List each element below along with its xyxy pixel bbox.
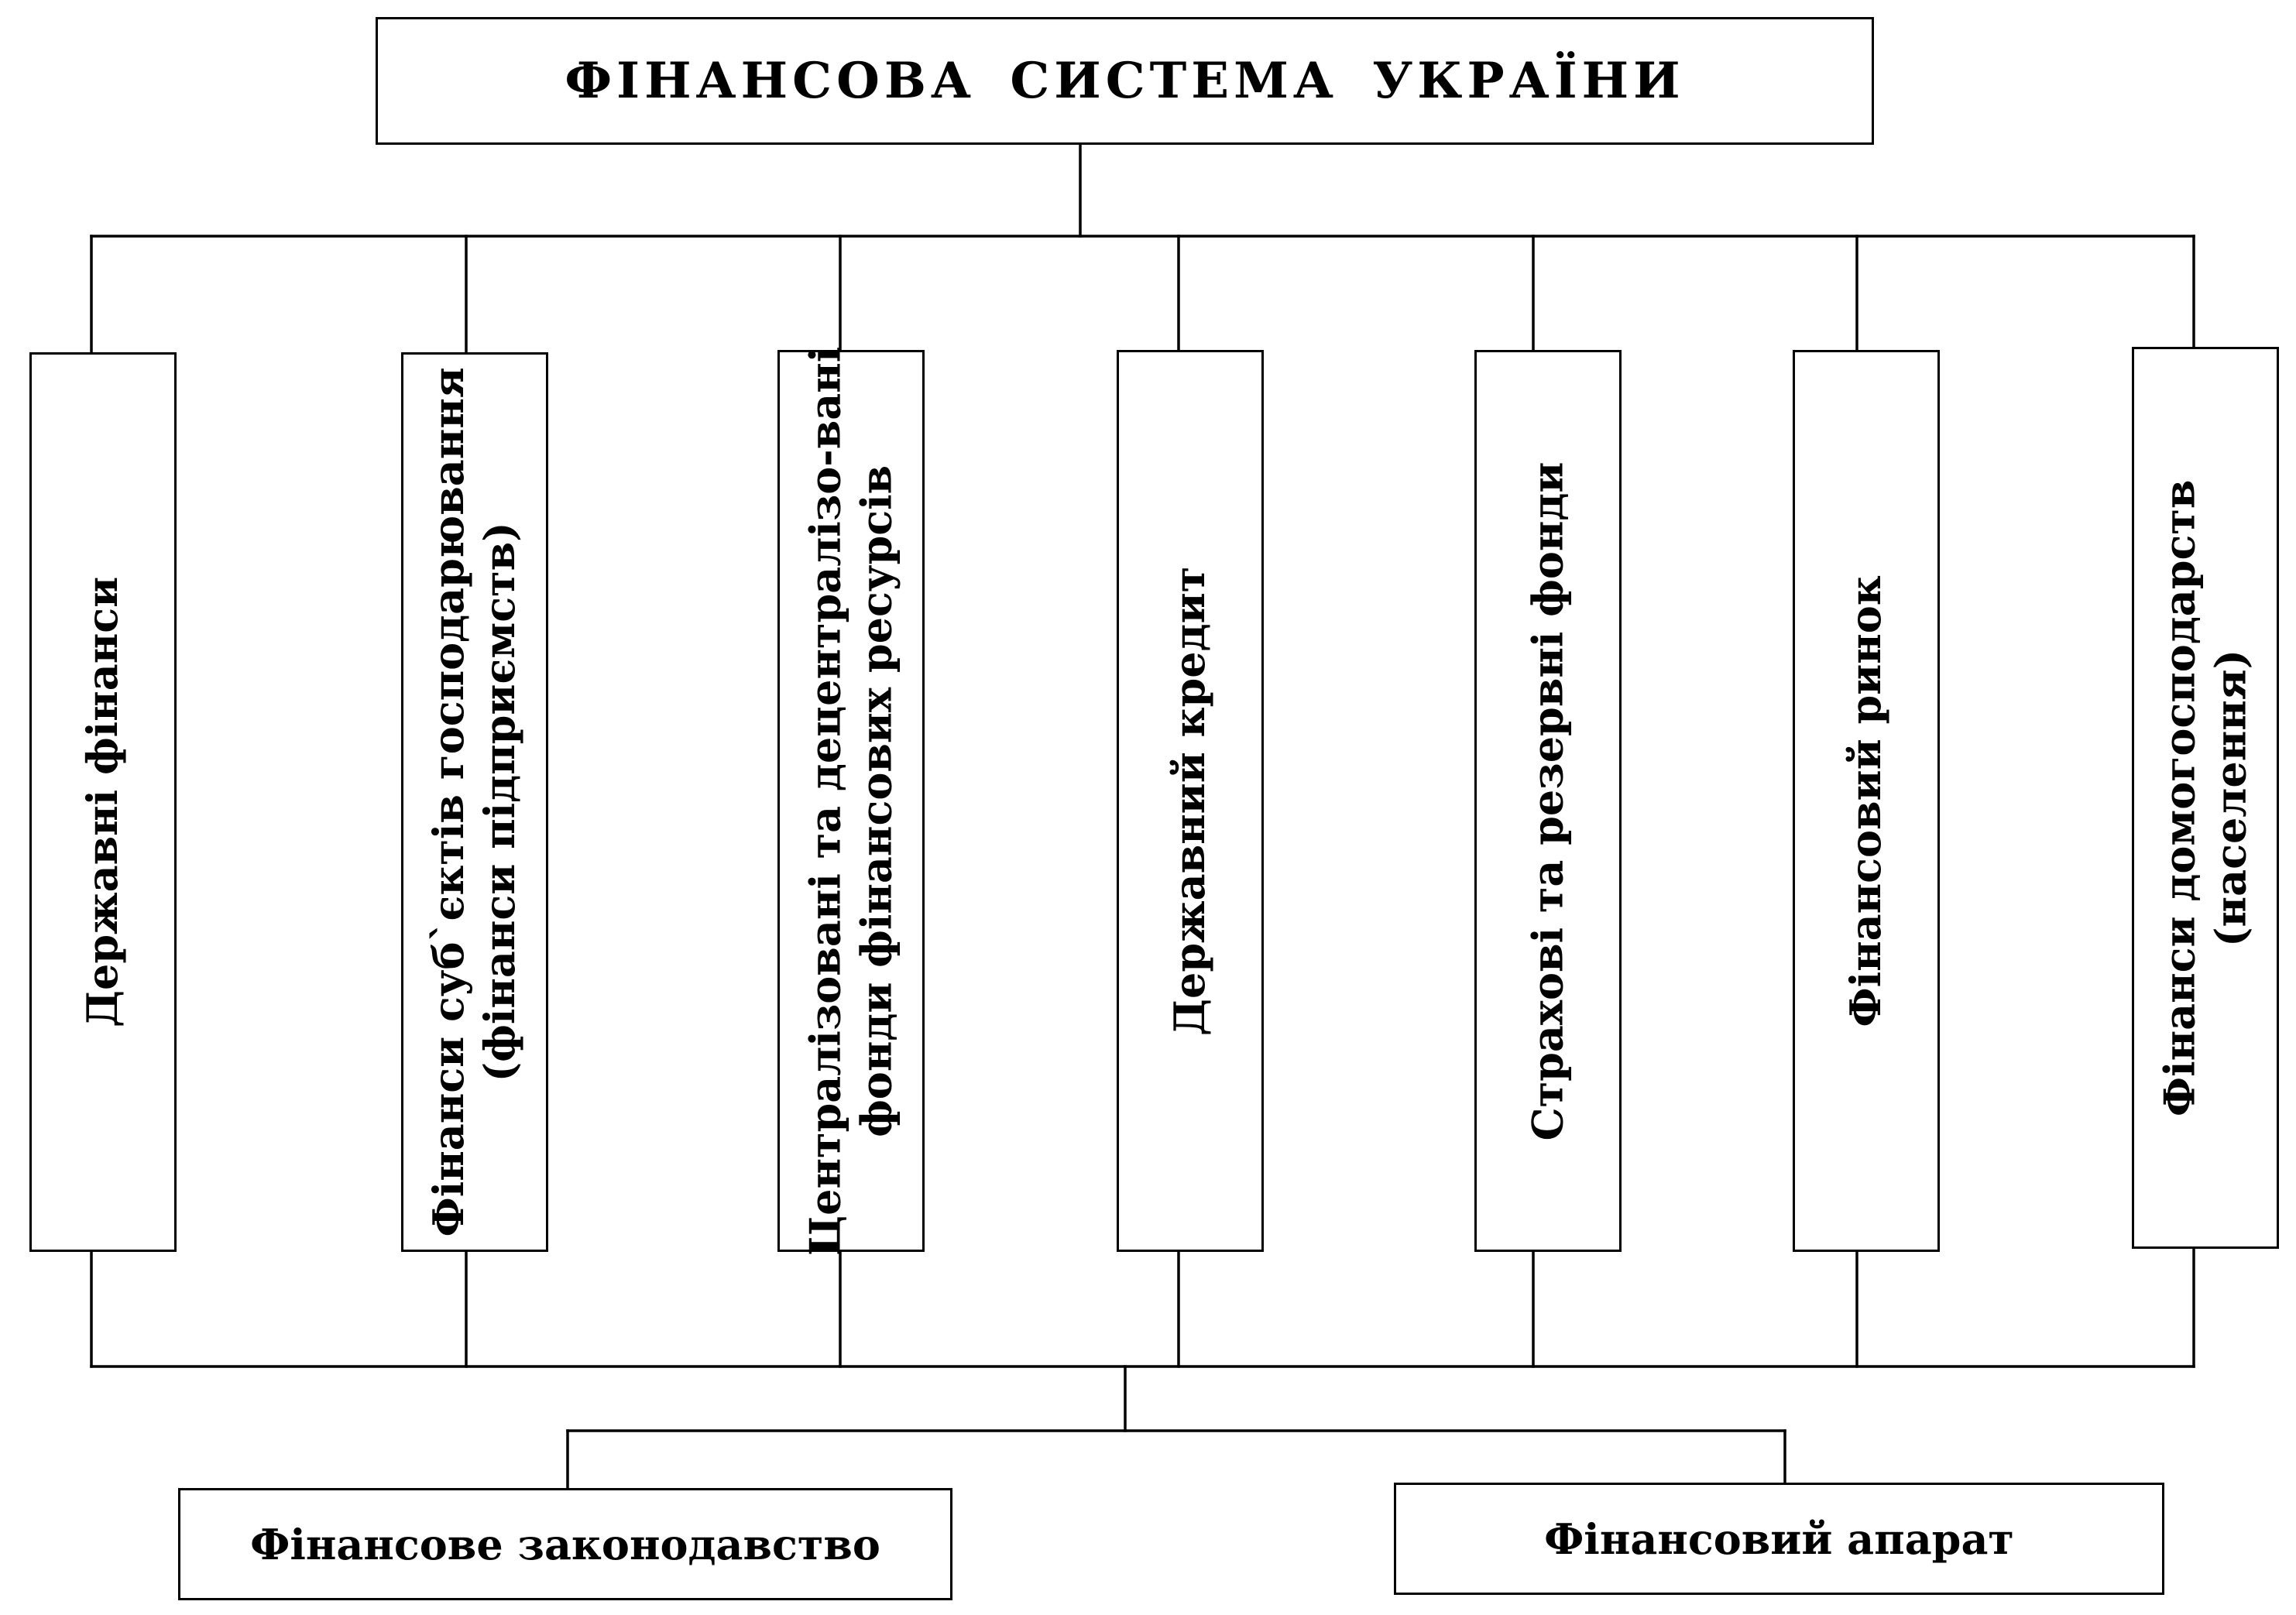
title-box: ФІНАНСОВА СИСТЕМА УКРАЇНИ	[376, 17, 1874, 145]
component-label: Централізовані та децентралізо-вані	[800, 346, 850, 1256]
component-label: фонди фінансових ресурсів	[851, 465, 901, 1137]
component-label: Фінанси суб`єктів господарювання	[424, 367, 474, 1237]
component-label: (населення)	[2205, 649, 2256, 947]
component-state-credit: Державний кредит	[1117, 350, 1264, 1252]
component-state-finance: Державні фінанси	[29, 352, 177, 1252]
support-label: Фінансовий апарат	[1544, 1514, 2014, 1564]
component-insurance-funds: Страхові та резервні фонди	[1474, 350, 1622, 1252]
support-financial-apparatus: Фінансовий апарат	[1394, 1483, 2164, 1595]
component-label: (фінанси підприємств)	[475, 522, 524, 1082]
support-label: Фінансове законодавство	[250, 1519, 880, 1569]
component-enterprise-finance: Фінанси суб`єктів господарювання (фінанс…	[401, 352, 548, 1252]
component-financial-market: Фінансовий ринок	[1793, 350, 1940, 1252]
component-label: Страхові та резервні фонди	[1522, 461, 1573, 1140]
component-label: Державний кредит	[1165, 566, 1215, 1036]
component-label: Державні фінанси	[77, 576, 128, 1028]
diagram-title: ФІНАНСОВА СИСТЕМА УКРАЇНИ	[565, 52, 1685, 110]
component-label: Фінансовий ринок	[1841, 574, 1891, 1027]
component-financial-funds: Централізовані та децентралізо-вані фонд…	[777, 346, 925, 1256]
component-household-finance: Фінанси домогосподарств (населення)	[2132, 347, 2279, 1249]
component-label: Фінанси домогосподарств	[2154, 479, 2205, 1116]
support-financial-legislation: Фінансове законодавство	[178, 1488, 952, 1600]
